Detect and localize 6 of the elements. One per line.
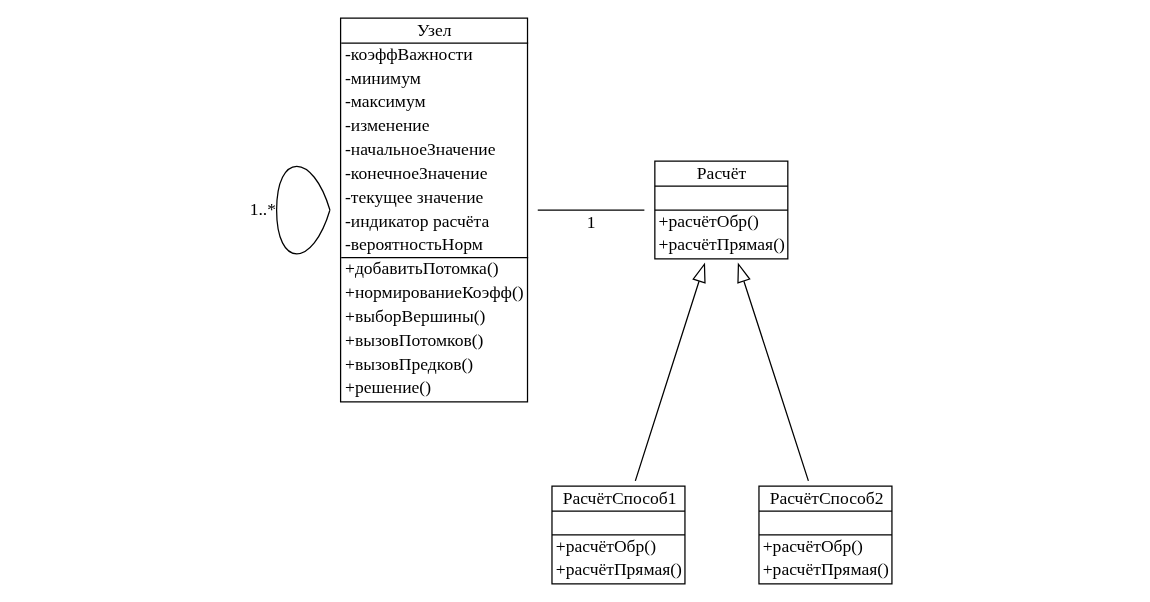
edge-label: 1..* — [249, 198, 276, 219]
arrow — [634, 262, 706, 482]
connector — [536, 209, 645, 211]
connector — [275, 165, 331, 255]
arrow — [736, 262, 809, 482]
edge-label: 1 — [586, 211, 596, 232]
